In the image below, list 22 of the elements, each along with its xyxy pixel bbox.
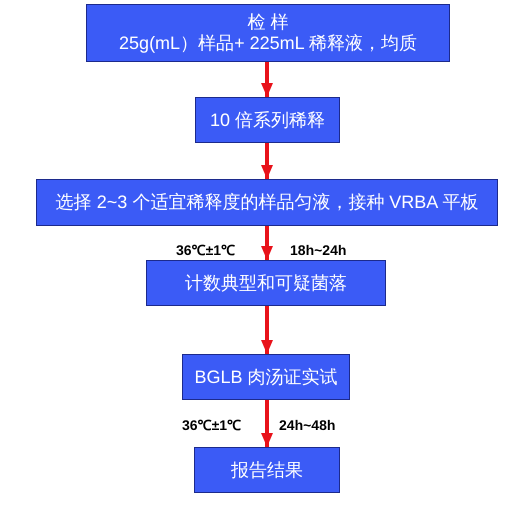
arrow bbox=[261, 62, 273, 97]
box-text: 计数典型和可疑菌落 bbox=[185, 272, 347, 294]
process-box bbox=[86, 4, 450, 62]
process-box bbox=[182, 354, 350, 400]
temperature-label: 36℃±1℃ bbox=[182, 417, 242, 433]
arrow bbox=[261, 400, 273, 447]
time-label: 24h~48h bbox=[279, 417, 336, 433]
box-text: 报告结果 bbox=[231, 460, 303, 480]
box-text: 25g(mL）样品+ 225mL 稀释液，均质 bbox=[119, 33, 417, 54]
box-text: 10 倍系列稀释 bbox=[210, 110, 326, 130]
process-box bbox=[194, 447, 340, 493]
box-heading: 检 样 bbox=[247, 12, 288, 33]
process-box bbox=[195, 97, 340, 143]
box-text: 选择 2~3 个适宜稀释度的样品匀液，接种 VRBA 平板 bbox=[56, 192, 478, 213]
arrow bbox=[261, 306, 273, 354]
temperature-label: 36℃±1℃ bbox=[176, 242, 236, 258]
time-label: 18h~24h bbox=[290, 242, 346, 258]
arrow bbox=[261, 143, 273, 179]
box-text: BGLB 肉汤证实试 bbox=[194, 366, 338, 388]
process-box bbox=[36, 179, 498, 226]
process-box bbox=[146, 260, 386, 306]
arrow bbox=[261, 226, 273, 260]
